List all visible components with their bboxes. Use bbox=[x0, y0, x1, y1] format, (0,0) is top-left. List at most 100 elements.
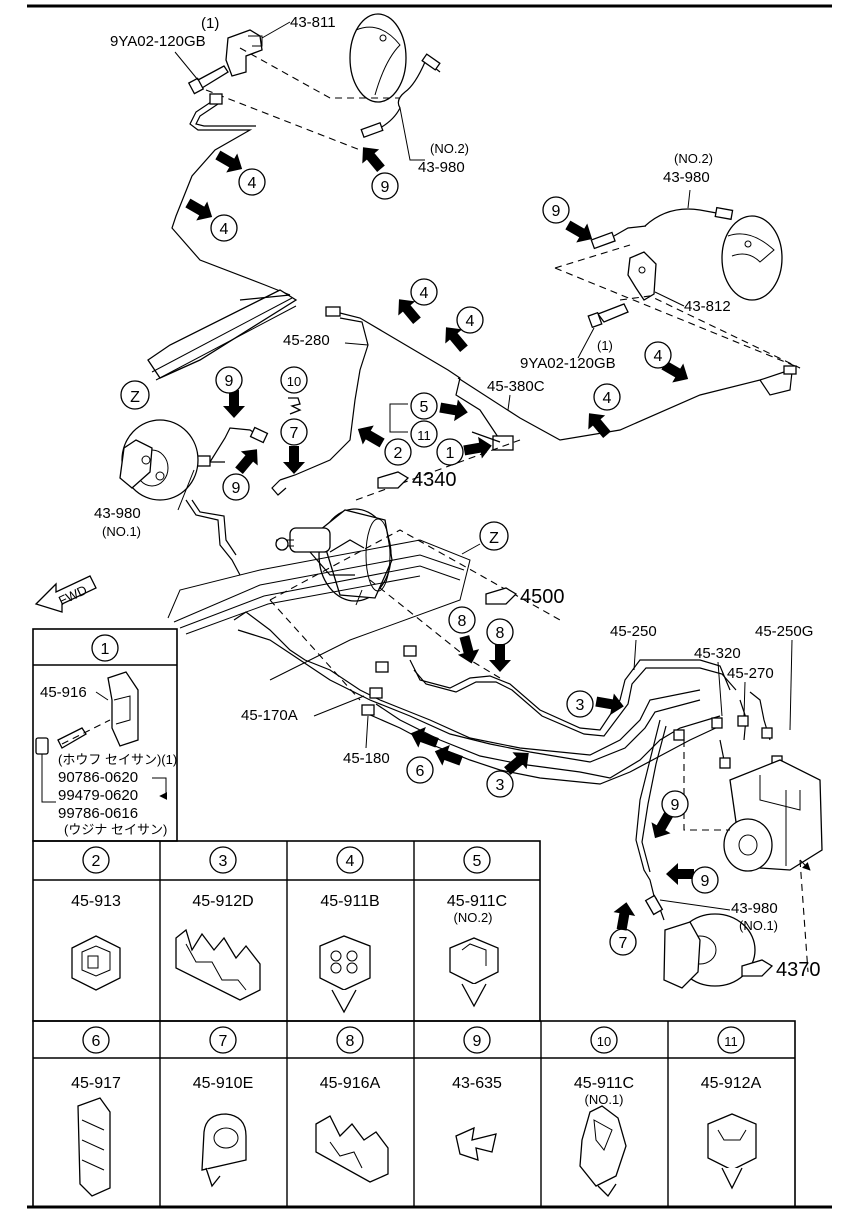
callout-8 bbox=[448, 606, 476, 634]
svg-text:8: 8 bbox=[346, 1033, 355, 1050]
svg-text:3: 3 bbox=[219, 853, 228, 870]
part-cell-7: 7 45-910E bbox=[193, 1026, 253, 1188]
part-label-45-916a: 45-916A bbox=[320, 1075, 381, 1092]
svg-text:4: 4 bbox=[420, 285, 429, 302]
svg-text:6: 6 bbox=[92, 1033, 101, 1050]
bolt-rear-r-icon bbox=[596, 303, 629, 323]
svg-text:4: 4 bbox=[603, 390, 612, 407]
detail-1-clip-label: 45-916 bbox=[40, 684, 87, 701]
pointer-hand-icon bbox=[377, 471, 410, 489]
clip-45-911c-no2-icon bbox=[449, 937, 499, 1008]
detail-1-note-2: (ウジナ セイサン) bbox=[64, 822, 167, 837]
label-hose-rear-l-note: (NO.2) bbox=[430, 141, 469, 156]
joint-45-380c bbox=[492, 435, 514, 451]
svg-text:4: 4 bbox=[248, 175, 257, 192]
svg-text:9: 9 bbox=[225, 373, 234, 390]
svg-text:FWD: FWD bbox=[56, 582, 89, 608]
part-cell-3: 3 45-912D bbox=[175, 846, 261, 1001]
part-cell-6: 6 45-917 bbox=[71, 1026, 121, 1197]
front-pipe-bundle bbox=[233, 611, 783, 901]
callout-10 bbox=[280, 366, 308, 394]
svg-text:Z: Z bbox=[489, 530, 499, 547]
svg-text:4370: 4370 bbox=[776, 959, 821, 981]
callout-7 bbox=[280, 418, 308, 446]
part-cell-9: 9 43-635 bbox=[452, 1026, 502, 1161]
part-cell-4: 4 45-911B bbox=[319, 846, 380, 1014]
svg-text:6: 6 bbox=[416, 763, 425, 780]
dash-center bbox=[369, 579, 501, 679]
label-pipe-270: 45-270 bbox=[727, 665, 774, 682]
svg-text:5: 5 bbox=[420, 399, 429, 416]
svg-text:11: 11 bbox=[724, 1034, 738, 1049]
label-hose-front-l-note: (NO.1) bbox=[102, 524, 141, 539]
svg-text:7: 7 bbox=[219, 1033, 228, 1050]
svg-text:8: 8 bbox=[496, 625, 505, 642]
part-label-45-917: 45-917 bbox=[71, 1075, 121, 1092]
front-right-brake: 43-980 (NO.1) bbox=[644, 894, 778, 989]
callout-1 bbox=[436, 438, 464, 466]
clip-45-912a-icon bbox=[707, 1113, 757, 1190]
svg-text:9: 9 bbox=[473, 1033, 482, 1050]
bracket-43-811 bbox=[225, 29, 263, 77]
detail-1-bolt-1: 90786-0620 bbox=[58, 769, 138, 786]
part-note-45-911c-no2: (NO.2) bbox=[454, 910, 493, 925]
rear-left-assembly: (1) 9YA02-120GB 43-811 (NO.2) 43-980 bbox=[110, 13, 469, 176]
rear-right-assembly: (NO.2) 43-980 43-812 (1) 9YA02-120GB bbox=[520, 151, 801, 372]
label-bolt-top-qty: (1) bbox=[201, 15, 219, 32]
callout-4 bbox=[238, 168, 266, 196]
dash-booster-up bbox=[355, 439, 521, 501]
front-left-brake: 43-980 (NO.1) bbox=[94, 419, 199, 539]
callout-3 bbox=[486, 770, 514, 798]
svg-text:9: 9 bbox=[381, 179, 390, 196]
callout-6 bbox=[406, 756, 434, 784]
part-label-45-911b: 45-911B bbox=[320, 893, 379, 910]
bracket-43-812 bbox=[627, 251, 657, 301]
part-label-45-913: 45-913 bbox=[71, 893, 121, 910]
clip-45-911c-no1-icon bbox=[579, 1105, 627, 1198]
dash-left-down bbox=[269, 599, 361, 701]
callout-9 bbox=[691, 866, 719, 894]
detail-box-1: 1 45-916 (ホウフ セイサン)(1) 90786-0620 99479-… bbox=[32, 628, 178, 842]
label-hose-rear-r-note: (NO.2) bbox=[674, 151, 713, 166]
z-marker-left: Z bbox=[120, 380, 150, 410]
part-label-45-912d: 45-912D bbox=[192, 893, 253, 910]
parts-table: 2 45-913 3 45-912D 4 45-911B bbox=[32, 840, 796, 1208]
detail-1-number: 1 bbox=[101, 641, 110, 658]
label-hose-front-l: 43-980 bbox=[94, 505, 141, 522]
svg-text:2: 2 bbox=[92, 853, 101, 870]
svg-text:9: 9 bbox=[671, 797, 680, 814]
clip-45-911b-icon bbox=[319, 935, 371, 1014]
callouts: 4 4 4 4 4 4 9 9 9 9 9 9 10 7 5 11 2 1 bbox=[182, 140, 719, 956]
svg-text:3: 3 bbox=[496, 777, 505, 794]
svg-text:Z: Z bbox=[130, 389, 140, 406]
ref-4370: 4370 bbox=[741, 959, 821, 981]
callout-9 bbox=[371, 172, 399, 200]
label-hose-rear-l: 43-980 bbox=[418, 159, 465, 176]
callout-4 bbox=[593, 383, 621, 411]
label-bolt-top: 9YA02-120GB bbox=[110, 33, 206, 50]
svg-text:2: 2 bbox=[394, 445, 403, 462]
detail-1-bolt-2: 99479-0620 bbox=[58, 787, 138, 804]
body-rail bbox=[167, 499, 471, 681]
label-pipe-180: 45-180 bbox=[343, 750, 390, 767]
svg-text:9: 9 bbox=[552, 203, 561, 220]
svg-text:4500: 4500 bbox=[520, 586, 565, 608]
part-cell-10: 10 45-911C (NO.1) bbox=[574, 1026, 634, 1198]
part-label-45-911c-no2: 45-911C bbox=[447, 893, 507, 910]
label-hose-front-r: 43-980 bbox=[731, 900, 778, 917]
callout-9 bbox=[542, 196, 570, 224]
svg-text:4: 4 bbox=[346, 853, 355, 870]
svg-text:1: 1 bbox=[446, 445, 455, 462]
svg-text:4: 4 bbox=[466, 313, 475, 330]
ref-4340: 4340 bbox=[377, 469, 457, 491]
svg-text:4340: 4340 bbox=[412, 469, 457, 491]
label-pipe-280: 45-280 bbox=[283, 332, 330, 349]
clip-45-917-icon bbox=[77, 1097, 111, 1197]
bolt-top-icon bbox=[197, 65, 229, 89]
svg-text:3: 3 bbox=[576, 697, 585, 714]
callout-11 bbox=[410, 420, 438, 448]
part-note-45-911c-no1: (NO.1) bbox=[585, 1092, 624, 1107]
clip-43-635-icon bbox=[455, 1126, 497, 1161]
part-cell-5: 5 45-911C (NO.2) bbox=[447, 846, 507, 1008]
